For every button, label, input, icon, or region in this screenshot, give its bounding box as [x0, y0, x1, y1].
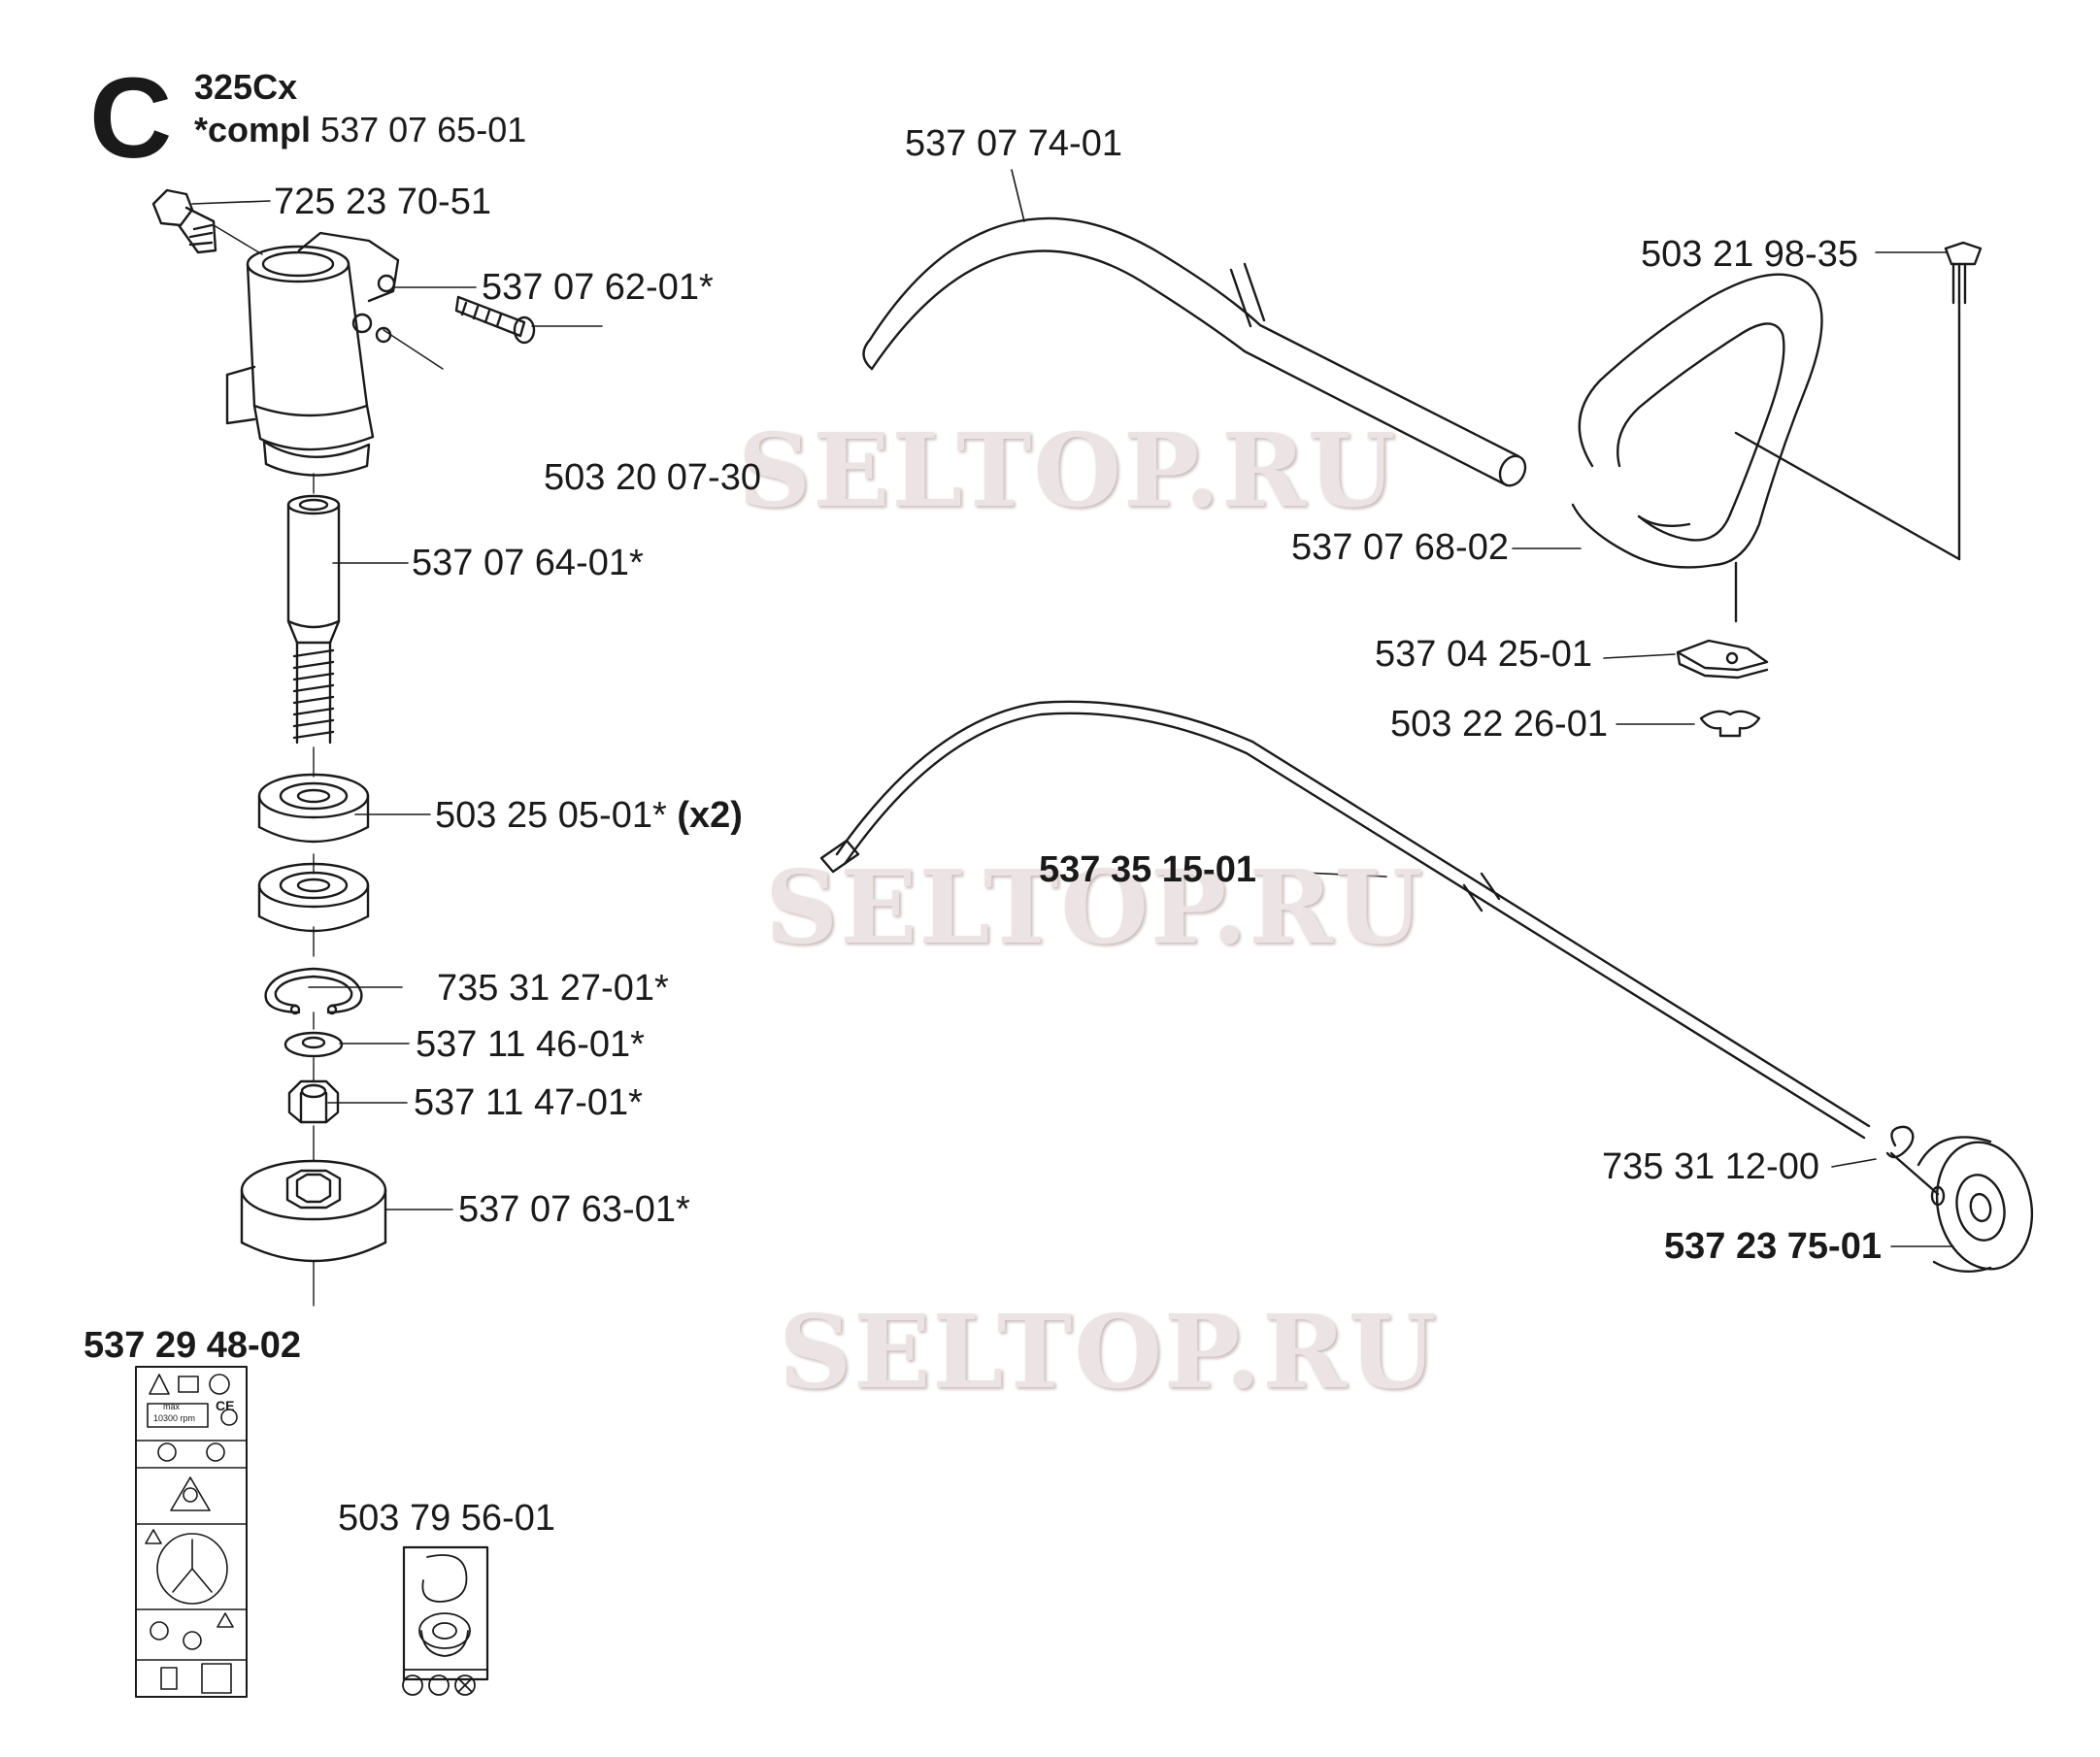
centre-axis — [213, 224, 444, 1307]
decal-rpm-text: 10300 rpm — [153, 1413, 196, 1423]
nut-icon — [287, 1079, 340, 1124]
decal-max-text: max — [163, 1402, 181, 1411]
watermark-1: SELTOP.RU — [738, 411, 1398, 530]
label-shaft-housing: 537 07 62-01* — [482, 267, 714, 308]
label-shaft-tube: 537 07 74-01 — [905, 123, 1122, 164]
decal-sheet-icon — [135, 1366, 248, 1698]
label-washer: 537 11 46-01* — [416, 1024, 645, 1065]
label-cable-circlip: 735 31 12-00 — [1602, 1146, 1819, 1187]
watermark-3: SELTOP.RU — [779, 1292, 1439, 1411]
label-drive-disc: 537 07 63-01* — [458, 1189, 690, 1230]
label-drive-shaft: 537 35 15-01 — [1039, 849, 1256, 890]
top-screw-icon — [151, 188, 217, 254]
drive-spindle-icon — [286, 494, 341, 745]
bearing-icon-2 — [257, 862, 370, 933]
compl-prefix: *compl — [194, 110, 312, 149]
label-decal-set: 537 29 48-02 — [83, 1325, 301, 1366]
wing-nut-icon — [1699, 710, 1761, 738]
compl-number: 537 07 65-01 — [320, 110, 527, 149]
shaft-housing-icon — [225, 231, 400, 477]
drive-disc-icon — [240, 1159, 387, 1263]
label-circlip: 735 31 27-01* — [437, 968, 669, 1009]
section-letter: C — [89, 54, 173, 182]
bearing-icon-1 — [257, 773, 370, 844]
label-screw-top: 725 23 70-51 — [274, 182, 491, 222]
housing-screw-icon — [454, 295, 536, 345]
complete-assembly-label: *compl 537 07 65-01 — [194, 109, 526, 151]
cable-circlip-icon — [1885, 1125, 1915, 1159]
loop-handle-icon — [1571, 273, 1961, 623]
shaft-tube-icon — [862, 216, 1527, 487]
washer-icon — [283, 1031, 344, 1058]
leader-lines — [191, 169, 1954, 1247]
watermark-2: SELTOP.RU — [765, 847, 1425, 967]
label-bearing: 503 25 05-01* (x2) — [435, 794, 743, 837]
label-handle-clamp: 537 04 25-01 — [1375, 634, 1592, 675]
label-clutch-drum: 537 23 75-01 — [1664, 1226, 1882, 1267]
label-handle-bolt: 503 21 98-35 — [1641, 234, 1858, 275]
handle-bolt-icon — [1944, 241, 1983, 305]
model-name: 325Cx — [194, 67, 298, 107]
circlip-icon — [264, 967, 363, 1015]
bearing-quantity: (x2) — [677, 795, 743, 836]
handle-clamp-icon — [1676, 639, 1769, 680]
decal-ce-mark: CE — [216, 1398, 235, 1413]
drive-shaft-icon — [819, 700, 1871, 1140]
bearing-number: 503 25 05-01* — [435, 795, 667, 836]
label-housing-screw: 503 20 07-30 — [544, 457, 761, 498]
label-nut: 537 11 47-01* — [414, 1082, 643, 1123]
clutch-drum-icon — [1889, 1136, 2034, 1274]
label-trimmer-decal: 503 79 56-01 — [338, 1498, 555, 1539]
label-wing-nut: 503 22 26-01 — [1390, 704, 1608, 745]
trimmer-head-decal-icon — [402, 1545, 489, 1696]
label-loop-handle: 537 07 68-02 — [1291, 527, 1509, 568]
label-drive-spindle: 537 07 64-01* — [412, 543, 644, 583]
